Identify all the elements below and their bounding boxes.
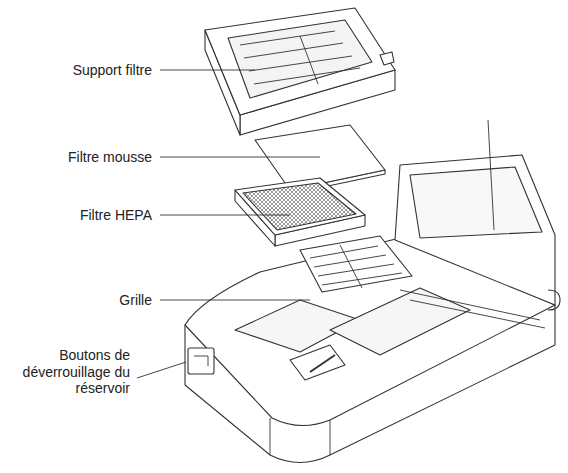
callout-label: Filtre mousse [12, 149, 152, 166]
callout-label: Filtre HEPA [12, 207, 152, 224]
callout-label: Support filtre [12, 62, 152, 79]
leader-line [160, 70, 255, 71]
grille [300, 236, 412, 292]
leader-line [160, 215, 290, 216]
unlock-button [188, 348, 214, 374]
hepa-filter [235, 178, 365, 246]
callout-label-multiline: Boutons de déverrouillage du réservoir [12, 347, 130, 397]
callout-label: Grille [12, 292, 152, 309]
leader-line [160, 300, 310, 301]
leader-line [488, 120, 494, 230]
leader-line [137, 362, 186, 378]
leader-line [160, 157, 320, 158]
filter-support [205, 8, 395, 135]
lid [395, 155, 560, 310]
